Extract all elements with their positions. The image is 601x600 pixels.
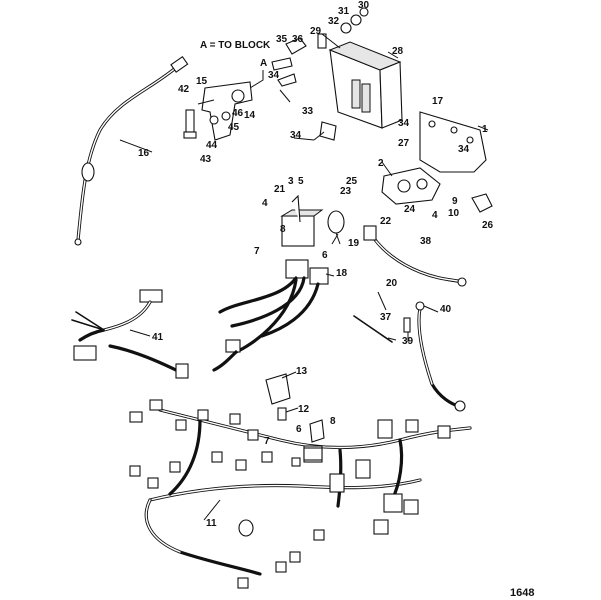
callout-19: 19 [348, 238, 360, 249]
callout-5: 5 [298, 176, 304, 187]
part-bracket-assembly [183, 81, 253, 141]
part-lower-relay-cluster [291, 419, 325, 467]
part-37-strap [353, 315, 393, 343]
callout-34: 34 [290, 130, 302, 141]
callout-16: 16 [138, 148, 150, 159]
callout-15: 15 [196, 76, 208, 87]
callout-37: 37 [380, 312, 392, 323]
callout-31: 31 [338, 6, 350, 17]
part-12-13 [265, 373, 291, 421]
callout-14: 14 [244, 110, 256, 121]
callout-34: 34 [458, 144, 470, 155]
reference-letter: A [260, 58, 267, 69]
part-33-bracket [313, 121, 337, 141]
callout-1: 1 [482, 124, 488, 135]
part-6-relay [280, 194, 324, 247]
callout-2: 2 [378, 158, 384, 169]
callout-46: 46 [232, 108, 244, 119]
callout-35: 35 [276, 34, 288, 45]
callout-17: 17 [432, 96, 444, 107]
callout-3: 3 [288, 176, 294, 187]
callout-12: 12 [298, 404, 310, 415]
callout-4: 4 [262, 198, 268, 209]
callout-29: 29 [310, 26, 322, 37]
callout-8: 8 [280, 224, 286, 235]
callout-26: 26 [482, 220, 494, 231]
part-29-32-fasteners [317, 7, 369, 49]
callout-41: 41 [152, 332, 164, 343]
part-26-relay [471, 193, 493, 213]
callout-27: 27 [398, 138, 410, 149]
callout-40: 40 [440, 304, 452, 315]
part-1-plate [419, 111, 487, 173]
callout-38: 38 [420, 236, 432, 247]
part-41-pigtail [71, 289, 189, 379]
part-2-assembly [381, 167, 441, 205]
callout-21: 21 [274, 184, 286, 195]
callout-23: 23 [340, 186, 352, 197]
callout-18: 18 [336, 268, 348, 279]
callout-32: 32 [328, 16, 340, 27]
part-19-sensor [327, 210, 345, 245]
callout-6: 6 [296, 424, 302, 435]
part-20-cable [363, 225, 467, 287]
callout-42: 42 [178, 84, 190, 95]
callout-13: 13 [296, 366, 308, 377]
callout-22: 22 [380, 216, 392, 227]
callout-9: 9 [452, 196, 458, 207]
leader-lines [119, 51, 489, 521]
callout-39: 39 [402, 336, 414, 347]
callout-6: 6 [322, 250, 328, 261]
callout-33: 33 [302, 106, 314, 117]
part-39-40-strap [403, 301, 466, 412]
reference-leader [249, 70, 264, 89]
part-16-cable [74, 55, 189, 246]
header-note: A = TO BLOCK [200, 40, 271, 51]
callout-11: 11 [206, 518, 217, 529]
callout-34: 34 [268, 70, 280, 81]
callout-7: 7 [254, 246, 260, 257]
part-35-36-clips [271, 37, 307, 87]
callout-25: 25 [346, 176, 358, 187]
callout-24: 24 [404, 204, 416, 215]
callout-28: 28 [392, 46, 404, 57]
part-18-harness [212, 259, 329, 372]
callout-34: 34 [398, 118, 410, 129]
part-28-ecm [328, 41, 403, 129]
callout-10: 10 [448, 208, 460, 219]
callout-8: 8 [330, 416, 336, 427]
callout-45: 45 [228, 122, 240, 133]
callout-36: 36 [292, 34, 304, 45]
callout-43: 43 [200, 154, 212, 165]
callout-4: 4 [432, 210, 438, 221]
callout-20: 20 [386, 278, 398, 289]
callout-30: 30 [358, 0, 370, 11]
callout-7: 7 [264, 436, 270, 447]
document-number: 1648 [510, 587, 534, 599]
callout-44: 44 [206, 140, 218, 151]
